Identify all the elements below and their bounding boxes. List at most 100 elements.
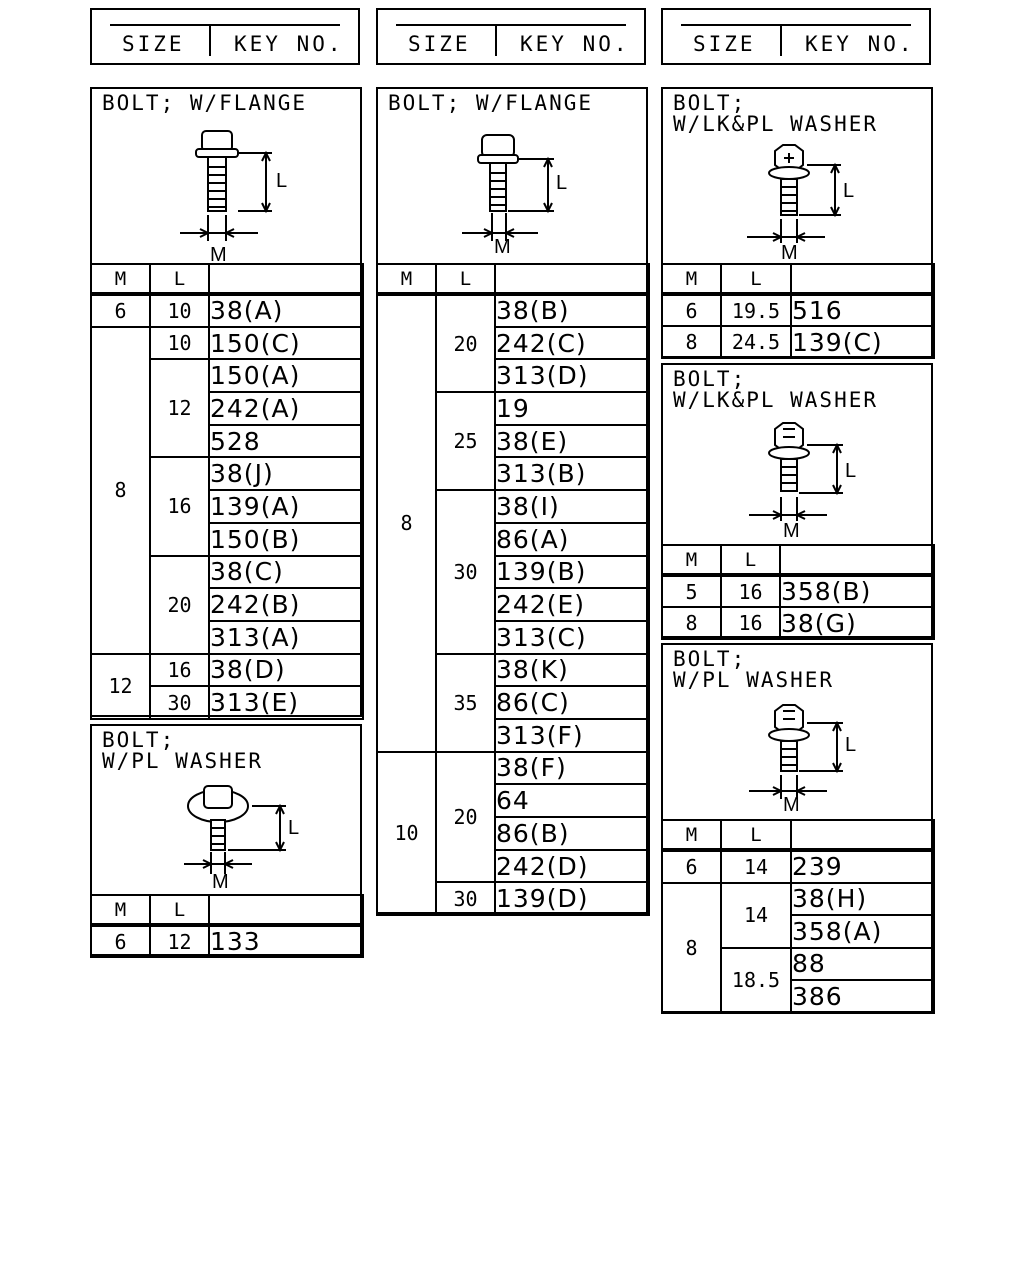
col-m-header: M: [661, 263, 722, 296]
key-no-cell: 139(A): [208, 489, 364, 524]
l-length-cell: 19.5: [720, 293, 792, 327]
l-length-cell: 35: [435, 652, 496, 753]
col-l-header: L: [435, 263, 496, 296]
col-key-header: [494, 263, 650, 296]
l-length-cell: 12: [149, 358, 210, 459]
l-length-cell: 30: [149, 685, 210, 720]
dim-l-label: L: [845, 460, 856, 482]
m-size-cell: 8: [376, 293, 437, 753]
key-no-cell: 38(G): [779, 606, 935, 640]
table-row: 242(D): [377, 848, 650, 884]
key-no-cell: 242(C): [494, 325, 650, 361]
key-no-cell: 313(A): [208, 619, 364, 655]
dim-m-label: M: [783, 520, 800, 542]
col-l-header: L: [149, 263, 210, 296]
table-row: 528: [91, 423, 364, 459]
lk-pl-washer-bolt-icon: L M: [749, 422, 856, 542]
dim-l-label: L: [276, 170, 287, 192]
l-length-cell: 30: [435, 489, 496, 655]
table-row: 313(D): [377, 358, 650, 394]
dim-m-label: M: [781, 242, 798, 264]
key-no-cell: 313(D): [494, 358, 650, 394]
col-m-header: M: [90, 263, 151, 296]
col-m-header: M: [661, 819, 722, 852]
pl-washer-bolt-icon: L M: [184, 785, 299, 892]
key-no-cell: 358(B): [779, 574, 935, 608]
table-row: 313(B): [377, 456, 650, 492]
header-box-2: SIZE KEY NO.: [376, 8, 646, 65]
panel-title: BOLT; W/LK&PL WASHER: [673, 91, 879, 136]
m-size-cell: 8: [661, 606, 722, 640]
col-m-header: M: [661, 544, 722, 577]
table-row: 242(A): [91, 391, 364, 426]
m-size-cell: 12: [90, 652, 151, 720]
key-no-cell: 516: [790, 293, 935, 327]
m-size-cell: 8: [90, 325, 151, 655]
table-row: 139(B): [377, 554, 650, 590]
m-size-cell: 8: [661, 881, 722, 1014]
dim-m-label: M: [212, 871, 229, 892]
key-no-cell: 38(B): [494, 293, 650, 328]
size-label: SIZE: [408, 32, 471, 56]
table-row: 242(B): [91, 587, 364, 622]
l-length-cell: 16: [149, 652, 210, 688]
key-no-cell: 133: [208, 924, 364, 958]
key-no-cell: 242(E): [494, 587, 650, 622]
key-no-cell: 86(C): [494, 685, 650, 720]
l-length-cell: 30: [435, 881, 496, 917]
header-box-1: SIZE KEY NO.: [90, 8, 360, 65]
key-no-cell: 150(A): [208, 358, 364, 394]
key-no-cell: 386: [790, 979, 935, 1014]
m-size-cell: 10: [376, 750, 437, 917]
table-row: 86(C): [377, 685, 650, 720]
key-no-cell: 239: [790, 849, 935, 884]
panel-title: BOLT; W/FLANGE: [102, 91, 308, 115]
l-length-cell: 14: [720, 881, 792, 949]
key-no-cell: 242(B): [208, 587, 364, 622]
key-no-cell: 38(A): [208, 293, 364, 328]
flange-bolt-icon: L M: [462, 134, 567, 258]
key-no-label: KEY NO.: [805, 32, 915, 56]
key-no-cell: 313(C): [494, 619, 650, 655]
table-row: 358(A): [662, 914, 935, 949]
size-label: SIZE: [122, 32, 185, 56]
col-l-header: L: [720, 819, 792, 852]
key-no-cell: 313(E): [208, 685, 364, 720]
panel-title: BOLT; W/FLANGE: [388, 91, 594, 115]
table-row: 313(F): [377, 717, 650, 753]
col-l-header: L: [149, 894, 210, 927]
key-no-cell: 86(A): [494, 521, 650, 557]
key-no-cell: 139(D): [494, 881, 650, 917]
l-length-cell: 10: [149, 293, 210, 328]
key-no-cell: 38(F): [494, 750, 650, 786]
col-l-header: L: [720, 263, 792, 296]
m-size-cell: 5: [661, 574, 722, 608]
key-no-cell: 358(A): [790, 914, 935, 949]
